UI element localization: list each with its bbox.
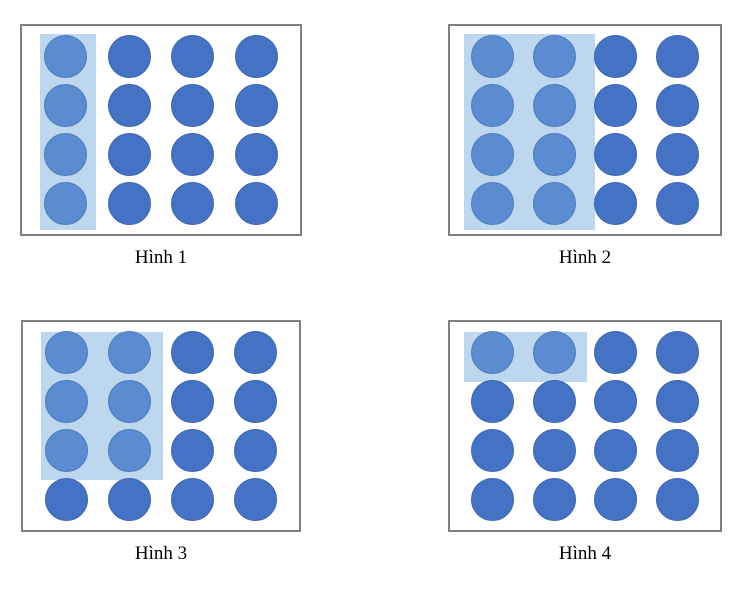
- circle-highlighted: [532, 34, 576, 79]
- panel-caption: Hình 2: [558, 247, 612, 268]
- circle-highlighted: [532, 181, 576, 226]
- circle: [170, 330, 215, 375]
- circle: [107, 181, 151, 226]
- circle: [234, 181, 278, 226]
- circle: [594, 181, 638, 226]
- circle: [532, 428, 576, 473]
- circle: [532, 379, 576, 424]
- circle-highlighted: [44, 181, 88, 226]
- circle: [594, 330, 638, 375]
- circle: [471, 379, 515, 424]
- panel-frame: [20, 24, 302, 236]
- circle: [171, 34, 215, 79]
- panel-1: Hình 1: [20, 24, 302, 296]
- circle: [594, 34, 638, 79]
- circle: [170, 379, 215, 424]
- circle: [655, 330, 699, 375]
- circle: [234, 132, 278, 177]
- circle: [171, 83, 215, 128]
- circle: [44, 477, 89, 522]
- panel-2: Hình 2: [448, 24, 722, 296]
- circle-highlighted: [532, 132, 576, 177]
- circle: [233, 330, 278, 375]
- panel-frame: [448, 320, 722, 532]
- circle: [234, 34, 278, 79]
- circle-highlighted: [532, 330, 576, 375]
- circle-highlighted: [471, 83, 515, 128]
- circle-highlighted: [471, 132, 515, 177]
- panel-4: Hình 4: [448, 320, 722, 592]
- circle: [170, 428, 215, 473]
- circle-highlighted: [44, 132, 88, 177]
- circle: [107, 83, 151, 128]
- circle: [233, 379, 278, 424]
- circle-grid: [450, 322, 720, 530]
- circle: [594, 477, 638, 522]
- circle-highlighted: [44, 34, 88, 79]
- circle-highlighted: [44, 83, 88, 128]
- circle-grid: [450, 26, 720, 234]
- circle: [594, 83, 638, 128]
- circle: [655, 34, 699, 79]
- circle: [233, 428, 278, 473]
- circle: [233, 477, 278, 522]
- circle: [171, 181, 215, 226]
- circle-grid: [23, 322, 299, 530]
- circle-highlighted: [44, 428, 89, 473]
- circle: [594, 379, 638, 424]
- circle: [471, 477, 515, 522]
- circle: [594, 428, 638, 473]
- circle-highlighted: [471, 181, 515, 226]
- circle: [655, 181, 699, 226]
- circle: [532, 477, 576, 522]
- circle: [471, 428, 515, 473]
- circle-highlighted: [471, 330, 515, 375]
- circle-highlighted: [107, 428, 152, 473]
- circle: [594, 132, 638, 177]
- circle-highlighted: [107, 379, 152, 424]
- circle-highlighted: [107, 330, 152, 375]
- panel-caption: Hình 3: [134, 543, 188, 564]
- panel-3: Hình 3: [21, 320, 301, 592]
- circle: [107, 34, 151, 79]
- circle: [170, 477, 215, 522]
- panel-caption: Hình 4: [558, 543, 612, 564]
- circle-highlighted: [532, 83, 576, 128]
- circle-highlighted: [471, 34, 515, 79]
- circle: [234, 83, 278, 128]
- circle: [655, 83, 699, 128]
- circle: [655, 379, 699, 424]
- circle-highlighted: [44, 330, 89, 375]
- panel-frame: [448, 24, 722, 236]
- circle: [107, 477, 152, 522]
- circle: [171, 132, 215, 177]
- circle: [107, 132, 151, 177]
- circle: [655, 477, 699, 522]
- panel-caption: Hình 1: [134, 247, 188, 268]
- panel-frame: [21, 320, 301, 532]
- circle-highlighted: [44, 379, 89, 424]
- circle-grid: [22, 26, 300, 234]
- circle: [655, 132, 699, 177]
- circle: [655, 428, 699, 473]
